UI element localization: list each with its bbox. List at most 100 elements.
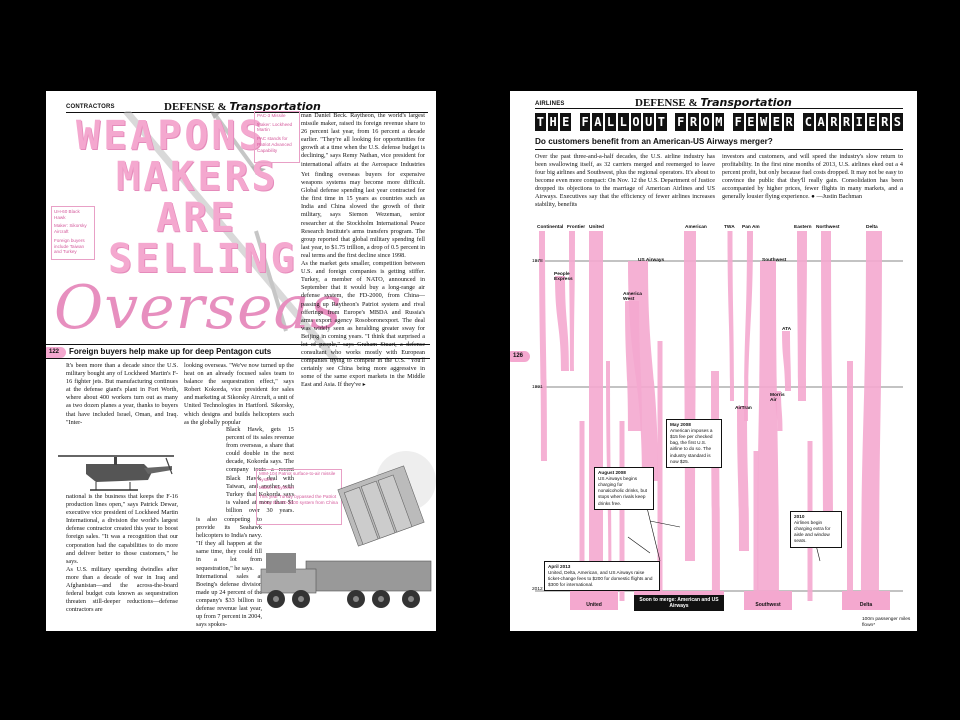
masthead-part1: DEFENSE & [164,101,230,113]
label-morris-air: Morris Air [770,393,785,403]
headline-letter: F [579,113,591,131]
title-line-4: SELLING [108,236,298,282]
airline-stream [569,231,575,371]
callout-2010: 2010 Airlines begin charging extra for a… [790,511,842,548]
headline-letter: O [700,113,712,131]
headline-gap [669,113,674,131]
column-1-top: It's been more than a decade since the U… [66,362,178,426]
mim104-note: This year Turkey bypassed the Patriot to… [259,494,338,505]
title-line-1: WEAPONS [76,113,266,159]
scale-note: 100m passenger miles flown* [862,617,911,628]
column-1-bottom: national is the business that keeps the … [66,493,178,614]
pac3-note: PAC stands for Patriot Advanced Capabili… [257,136,292,153]
headline-letter: U [643,113,655,131]
subhead-rule-bottom [46,358,430,359]
masthead-rule [535,108,903,109]
callout-apr-2013-title: April 2013 [548,564,571,569]
airline-stream [782,331,791,391]
airline-stream [775,391,783,431]
headline-letter: S [892,113,903,131]
callout-may-2008-title: May 2008 [670,422,691,427]
airline-stream [847,361,853,601]
uh60-annotation-box [51,206,95,260]
missile-graphic [123,111,339,364]
airline-stream [539,231,547,461]
headline-letter: I [853,113,865,131]
headline-letter: F [675,113,687,131]
year-2012: 2012 [532,587,543,592]
headline-letter: R [879,113,891,131]
airline-stream [625,301,642,431]
deck-rule [535,149,903,150]
airline-stream [619,421,625,601]
headline-gap [726,113,731,131]
bottom-label-united: United [570,600,618,610]
year-1991: 1991 [532,385,543,390]
airline-stream [737,406,749,551]
body-column-1: Over the past three-and-a-half decades, … [535,153,715,208]
label-frontier: Frontier [567,225,586,230]
masthead-rule [66,112,428,113]
mim104-name: MIM-104 Patriot surface-to-air missile s… [259,471,336,482]
label-american: American [685,225,707,230]
mim104-maker: Maker: Raytheon [259,485,294,491]
callout-may-2008: May 2008 American imposes a $15 fee per … [666,419,722,468]
headline-letter: T [656,113,667,131]
airline-stream [797,231,807,401]
callout-apr-2013: April 2013 United, Delta, American, and … [544,561,660,592]
label-america-west: America West [623,292,642,302]
pac3-annotation-box [254,111,300,163]
airline-stream [684,231,696,561]
merged-band [842,591,890,601]
label-united: United [589,225,604,230]
airline-stream [555,276,569,371]
callout-apr-2013-text: United, Delta, American, and US Airways … [548,570,653,588]
bottom-label-delta: Delta [842,600,890,610]
label-continental: Continental [537,225,564,230]
black-hawk-helicopter-graphic [58,455,174,491]
airline-stream [711,371,720,601]
section-label: AIRLINES [535,101,565,107]
page-number: 122 [46,347,66,358]
airline-stream [753,451,759,601]
title-line-3: ARE [156,195,238,241]
column-2-bottom: is also competing to provide its Seahawk… [196,516,262,629]
airline-stream [579,421,585,601]
headline-letter: W [758,113,769,131]
headline-letter: E [745,113,757,131]
headline-letter: M [713,113,725,131]
headline-letter: T [535,113,546,131]
column-3-top: man Daniel Beck. Raytheon, the world's l… [301,112,425,169]
bottom-label-southwest: Southwest [744,600,792,610]
airline-stream [757,261,779,601]
headline-gap [796,113,801,131]
page-number: 126 [510,351,530,362]
callout-may-2008-text: American imposes a $15 fee per checked b… [670,428,713,464]
patriot-launcher-graphic [260,451,436,608]
headline-letter: E [560,113,572,131]
subhead: Foreign buyers help make up for deep Pen… [69,347,272,356]
pac3-maker: Maker: Lockheed Martin [257,121,293,133]
label-delta: Delta [866,225,878,230]
pac3-annotation: PAC-3 Missile Maker: Lockheed Martin PAC… [257,113,299,153]
callout-aug-2008: August 2008 US Airways begins charging f… [594,467,654,510]
uh60-maker: Maker: Sikorsky Aircraft [54,223,87,235]
headline-letter: R [841,113,852,131]
callout-2010-text: Airlines begin charging extra for aisle … [794,520,831,544]
headline-letter: C [803,113,814,131]
body-column-2: investors and customers, and will speed … [722,153,903,200]
headline-letter: A [592,113,604,131]
label-pan-am: Pan Am [742,225,760,230]
callout-2010-title: 2010 [794,514,805,519]
headline-letter: E [866,113,878,131]
callout-aug-2008-text: US Airways begins charging for nonalcoho… [598,476,647,506]
label-southwest: Southwest [762,258,787,263]
masthead-part2: Transportation [700,96,792,109]
callout-leader [627,536,651,554]
masthead-part1: DEFENSE & [635,97,701,109]
airline-stream [589,231,603,601]
title-script-word: Overseas [54,273,343,343]
airline-stream [821,231,833,541]
